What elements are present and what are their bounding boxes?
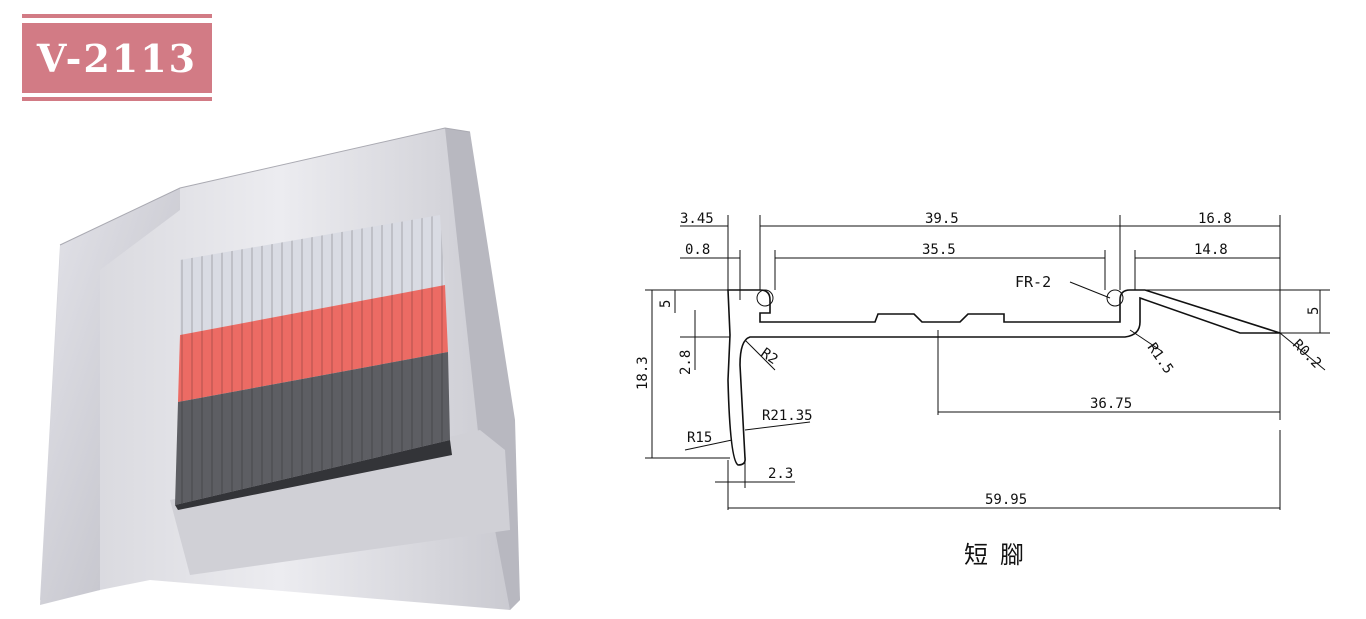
profile-left-flange: [40, 188, 180, 605]
model-code: V-2113: [36, 35, 198, 81]
dim-39-5: 39.5: [925, 211, 959, 227]
model-code-badge: V-2113: [22, 23, 212, 93]
cross-section-drawing: 3.45 39.5 16.8 0.8 35.5 14.8 5 5 18.3 2.…: [635, 211, 1330, 510]
radius-r1-5: R1.5: [1144, 340, 1176, 377]
dim-3-45: 3.45: [680, 211, 714, 227]
dim-2-3: 2.3: [768, 466, 793, 482]
lip-circle-left: [756, 289, 774, 307]
dim-5-left: 5: [658, 300, 674, 308]
dim-35-5: 35.5: [922, 242, 956, 258]
dim-18-3: 18.3: [635, 356, 651, 390]
dim-2-8: 2.8: [678, 350, 694, 375]
channel-floor: [170, 430, 510, 575]
badge-bottom-rule: [22, 97, 212, 101]
radius-r2: R2: [758, 345, 781, 368]
radius-r21-35: R21.35: [762, 408, 813, 424]
dim-36-75: 36.75: [1090, 396, 1132, 412]
profile-outline: [727, 289, 1281, 466]
radius-r15: R15: [687, 430, 712, 446]
dimension-lines: [645, 215, 1330, 510]
radius-fr-2: FR-2: [1015, 273, 1051, 291]
dim-14-8: 14.8: [1194, 242, 1228, 258]
dim-5-right: 5: [1306, 307, 1322, 315]
dim-16-8: 16.8: [1198, 211, 1232, 227]
dim-59-95: 59.95: [985, 492, 1027, 508]
radius-r0-2: R0.2: [1289, 337, 1324, 372]
drawing-caption: 短腳: [964, 541, 1036, 569]
dim-0-8: 0.8: [685, 242, 710, 258]
badge-top-rule: [22, 14, 212, 18]
lip-circle-right: [1106, 289, 1124, 307]
product-photo: [40, 127, 520, 610]
